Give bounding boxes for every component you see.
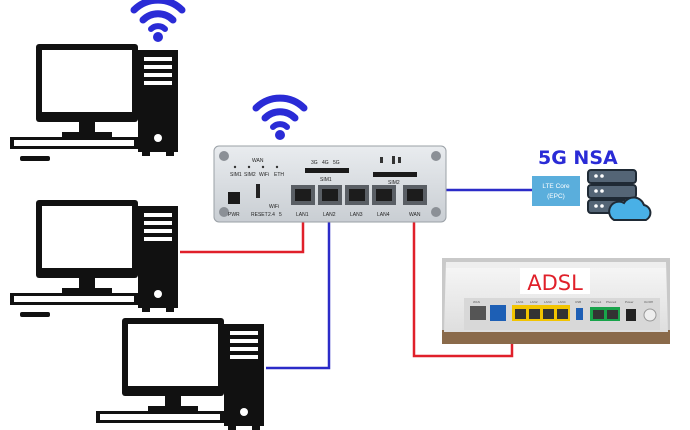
router-reset-hole xyxy=(256,184,260,198)
router-label-5: 5 xyxy=(279,212,282,218)
connection-lines xyxy=(180,188,532,370)
router-port-lan2: LAN2 xyxy=(323,212,336,218)
lan1-to-pc2-link xyxy=(180,222,305,254)
router-label-24: 2.4 xyxy=(268,212,275,218)
router-label-wifi: WiFi xyxy=(259,172,269,178)
wifi-icon xyxy=(256,98,304,140)
lte-core-line1: LTE Core xyxy=(542,183,570,190)
wifi-icon xyxy=(134,0,182,42)
desktop-computer-icon xyxy=(10,44,178,161)
router-label-5g: 5G xyxy=(333,160,340,166)
router-port-lan1: LAN1 xyxy=(296,212,309,218)
router-body xyxy=(213,145,447,223)
lan2-to-pc3-link xyxy=(266,222,331,370)
modem-port-lan3: LAN3 xyxy=(544,300,552,304)
router-port-wan: WAN xyxy=(409,212,421,218)
lte-core-line2: (EPC) xyxy=(547,193,565,200)
modem-port-onoff: On/Off xyxy=(644,300,653,304)
desktop-computer-icon xyxy=(10,200,178,317)
router-label-eth: ETH xyxy=(274,172,284,178)
router-icon: WAN SIM1 SIM2 WiFi ETH 3G 4G 5G SIM1 SIM… xyxy=(213,145,447,223)
modem-port-wan: WAN xyxy=(473,300,480,304)
sim1-slot xyxy=(305,168,349,173)
lte-core-box: LTE Core (EPC) xyxy=(532,176,580,206)
router-label-sim2: SIM2 xyxy=(244,172,256,178)
router-label-reset: RESET xyxy=(251,212,268,218)
router-power-jack xyxy=(228,192,240,204)
modem-port-usb: USB xyxy=(575,300,581,304)
adsl-modem-icon: ADSL WAN LAN1 LAN2 LAN3 LAN4 USB Phone1 … xyxy=(442,258,670,344)
router-label-4g: 4G xyxy=(322,160,329,166)
router-port-lan4: LAN4 xyxy=(377,212,390,218)
modem-port-phone2: Phone2 xyxy=(606,300,617,304)
modem-port-lan1: LAN1 xyxy=(516,300,524,304)
router-label-sim1: SIM1 xyxy=(230,172,242,178)
modem-port-phone1: Phone1 xyxy=(591,300,602,304)
modem-port-lan2: LAN2 xyxy=(530,300,538,304)
desktop-computer-icon xyxy=(96,318,264,430)
router-label-wifi-band: WiFi xyxy=(269,204,279,210)
router-label-sim2-slot: SIM2 xyxy=(388,180,400,186)
adsl-label: ADSL xyxy=(527,271,583,295)
modem-port-lan4: LAN4 xyxy=(558,300,566,304)
router-label-wan: WAN xyxy=(252,158,264,164)
router-label-pwr: PWR xyxy=(228,212,240,218)
router-port-lan3: LAN3 xyxy=(350,212,363,218)
router-label-3g: 3G xyxy=(311,160,318,166)
server-cloud-icon xyxy=(587,169,652,221)
5g-nsa-title: 5G NSA xyxy=(538,147,618,169)
router-ethernet-ports xyxy=(291,185,427,205)
modem-port-power: Power xyxy=(625,300,634,304)
router-label-sim1-slot: SIM1 xyxy=(320,177,332,183)
sim2-slot xyxy=(373,172,417,177)
